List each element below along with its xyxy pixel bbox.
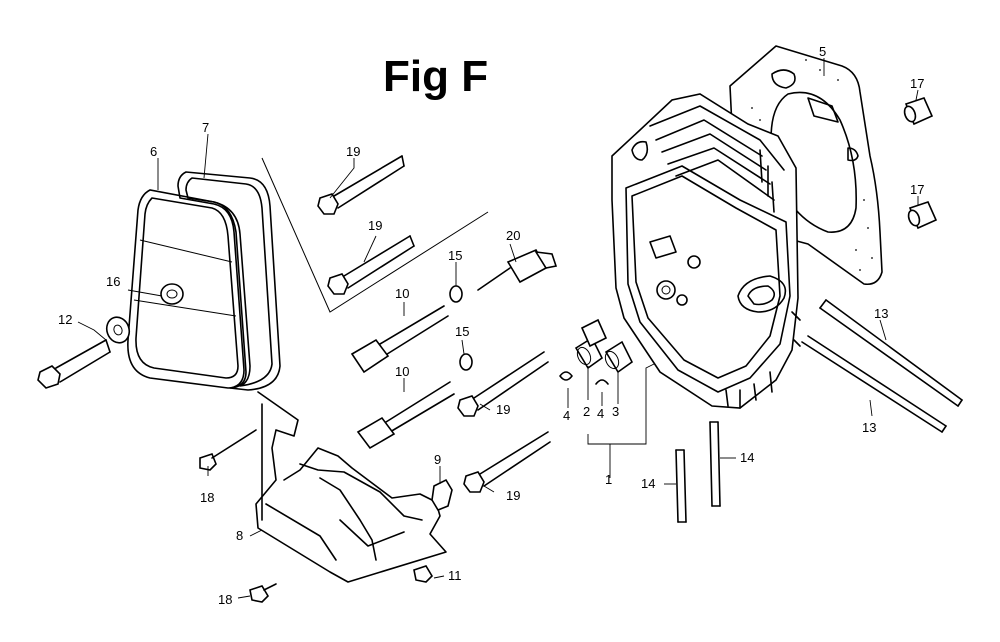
label-part-14-left: 14 — [641, 476, 655, 491]
bolt-part-12 — [37, 339, 111, 389]
section-divider — [261, 157, 489, 313]
bolt-part-19-lower-a — [457, 351, 549, 417]
collet-part-4-right — [595, 379, 609, 385]
stud-part-13-lower — [801, 335, 947, 433]
label-part-11: 11 — [448, 568, 462, 583]
stud-part-10-lower — [356, 381, 455, 450]
washer-part-15-lower — [459, 353, 473, 371]
label-part-15-upper: 15 — [448, 248, 462, 263]
collet-part-4-left — [559, 371, 573, 381]
stud-part-10-upper — [350, 305, 449, 374]
label-part-19-lower-b: 19 — [506, 488, 520, 503]
label-part-18-lower: 18 — [218, 592, 232, 607]
stud-part-14-right — [709, 421, 721, 507]
label-part-19-top: 19 — [346, 144, 360, 159]
label-part-17-upper: 17 — [910, 76, 924, 91]
valve-part-2 — [574, 336, 604, 370]
label-part-12: 12 — [58, 312, 72, 327]
cylinder-head — [611, 93, 801, 409]
washer-part-16 — [105, 316, 131, 344]
label-part-14-right: 14 — [740, 450, 754, 465]
label-part-17-lower: 17 — [910, 182, 924, 197]
figure-title: Fig F — [383, 52, 489, 101]
label-part-3: 3 — [612, 404, 619, 419]
label-part-19-middle: 19 — [368, 218, 382, 233]
screw-part-18-upper — [199, 429, 257, 471]
bolt-part-19-middle — [327, 235, 415, 295]
rocker-cover-gasket-part-7 — [177, 171, 281, 391]
dowel-pin-part-17-lower — [907, 201, 938, 230]
washer-part-15-upper — [449, 285, 463, 303]
label-part-10-upper: 10 — [395, 286, 409, 301]
label-part-7: 7 — [202, 120, 209, 135]
label-part-16: 16 — [106, 274, 120, 289]
label-part-19-lower-a: 19 — [496, 402, 510, 417]
label-part-9: 9 — [434, 452, 441, 467]
stud-part-14-left — [675, 449, 687, 523]
stud-part-13-upper — [819, 299, 963, 407]
valve-part-3 — [604, 340, 634, 374]
label-part-8: 8 — [236, 528, 243, 543]
valve-part-upper — [580, 318, 608, 348]
screw-part-18-lower — [249, 583, 277, 603]
bolt-part-19-lower-b — [463, 431, 551, 493]
label-part-10-lower: 10 — [395, 364, 409, 379]
clip-part-9 — [431, 478, 453, 511]
label-part-2: 2 — [583, 404, 590, 419]
label-part-13-lower: 13 — [862, 420, 876, 435]
label-part-20: 20 — [506, 228, 520, 243]
label-part-4-left: 4 — [563, 408, 570, 423]
label-part-1: 1 — [605, 472, 612, 487]
spark-plug-part-20 — [477, 248, 558, 291]
bolt-part-19-upper — [317, 155, 405, 215]
label-part-4-right: 4 — [597, 406, 604, 421]
leader-lines — [77, 58, 919, 599]
label-part-5: 5 — [819, 44, 826, 59]
label-part-6: 6 — [150, 144, 157, 159]
label-part-13-upper: 13 — [874, 306, 888, 321]
screw-part-11 — [413, 565, 434, 583]
shroud-part-8 — [255, 391, 447, 583]
dowel-pin-part-17-upper — [903, 97, 934, 126]
label-part-15-lower: 15 — [455, 324, 469, 339]
rocker-cover-part-6 — [127, 189, 247, 389]
label-part-18-upper: 18 — [200, 490, 214, 505]
part-labels: 1 2 3 4 4 5 6 7 8 9 10 10 11 12 13 13 14… — [58, 44, 924, 607]
